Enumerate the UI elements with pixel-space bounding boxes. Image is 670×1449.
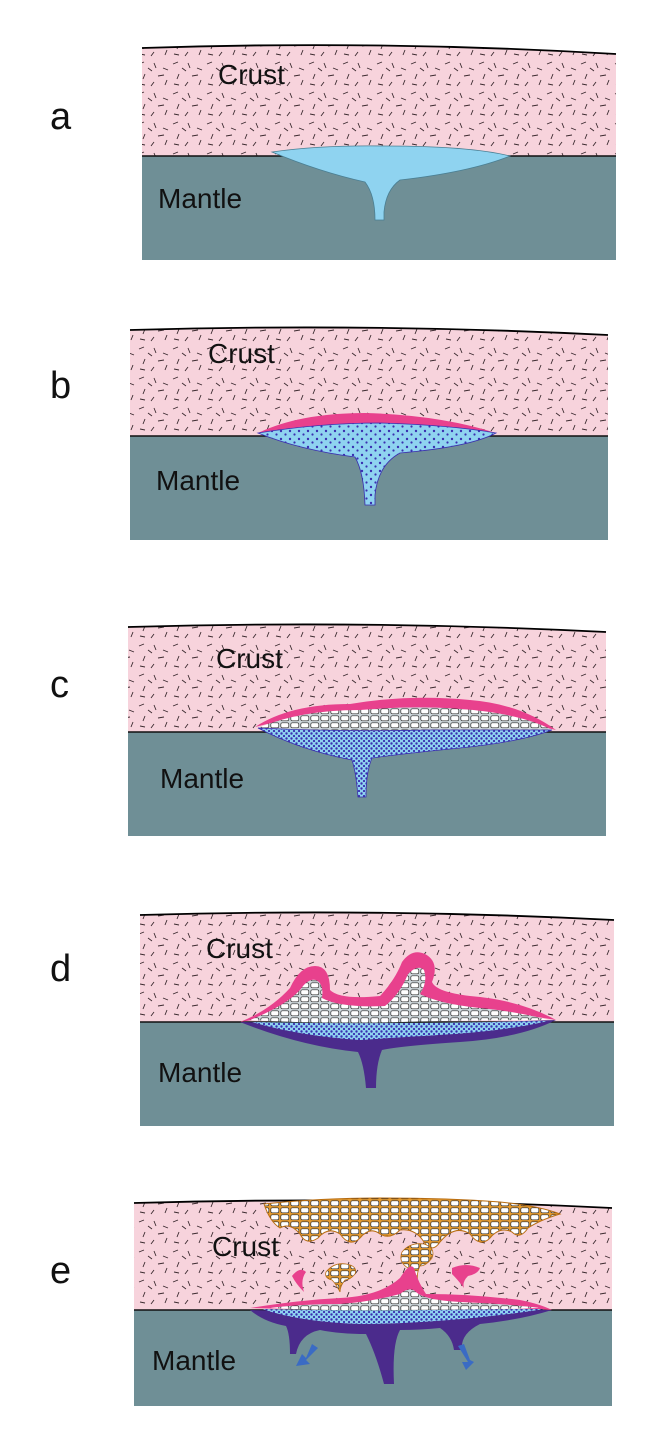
crust-label: Crust [216,643,283,674]
panel-b: Crust Mantle b [0,285,670,575]
cross-section-a: Crust Mantle [0,0,670,290]
panel-e: Crust Mantle e [0,1158,670,1448]
mantle-label: Mantle [156,465,240,496]
panel-letter: d [50,948,71,991]
crust-label: Crust [218,59,285,90]
cross-section-d: Crust Mantle [0,870,670,1160]
panel-letter: e [50,1250,71,1293]
panel-letter: c [50,664,69,707]
crust-label: Crust [212,1231,279,1262]
mantle-label: Mantle [152,1345,236,1376]
mantle-label: Mantle [158,1057,242,1088]
crust-label: Crust [208,338,275,369]
panel-c: Crust Mantle c [0,582,670,872]
panel-letter: b [50,365,71,408]
cross-section-c: Crust Mantle [0,582,670,872]
mantle-label: Mantle [158,183,242,214]
mantle-label: Mantle [160,763,244,794]
crust-layer [142,45,616,156]
crust-label: Crust [206,933,273,964]
cross-section-b: Crust Mantle [0,285,670,575]
panel-letter: a [50,96,71,139]
panel-a: Crust Mantle a [0,0,670,290]
cross-section-e: Crust Mantle [0,1158,670,1448]
panel-d: Crust Mantle d [0,870,670,1160]
